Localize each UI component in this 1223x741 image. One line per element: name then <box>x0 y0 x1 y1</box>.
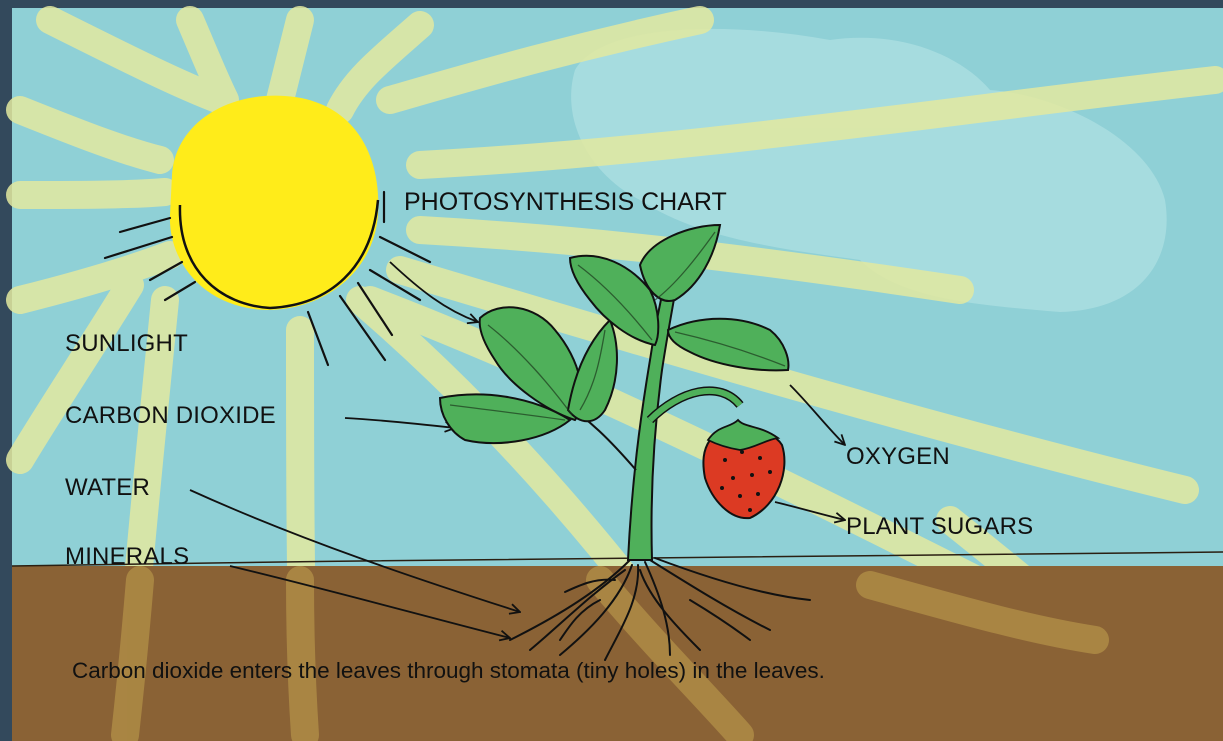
water-label: WATER <box>65 476 150 500</box>
carbon-dioxide-label: CARBON DIOXIDE <box>65 404 276 428</box>
oxygen-label: OXYGEN <box>846 445 950 469</box>
caption: Carbon dioxide enters the leaves through… <box>72 660 825 683</box>
sunlight-label: SUNLIGHT <box>65 332 188 356</box>
diagram-title: PHOTOSYNTHESIS CHART <box>404 190 727 215</box>
plant-sugars-label: PLANT SUGARS <box>846 515 1033 539</box>
minerals-label: MINERALS <box>65 545 189 569</box>
